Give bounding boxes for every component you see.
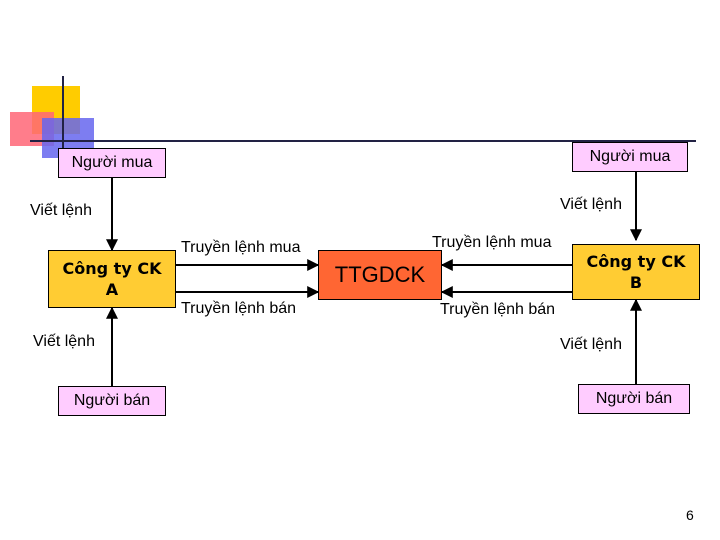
send-sell-label-right: Truyền lệnh bán [440, 301, 556, 318]
order-label-top-right: Viết lệnh [560, 196, 622, 213]
seller-left-box: Người bán [58, 386, 166, 416]
order-label-bottom-right: Viết lệnh [560, 336, 622, 353]
buyer-right-box: Người mua [572, 142, 688, 172]
send-sell-label-left: Truyền lệnh bán [181, 300, 297, 317]
company-b-label: Công ty CK B [586, 252, 686, 292]
buyer-left-box: Người mua [58, 148, 166, 178]
company-a-box: Công ty CK A [48, 250, 176, 308]
order-label-top-left: Viết lệnh [30, 202, 92, 219]
horizontal-rule-decoration [30, 140, 696, 142]
send-buy-label-right: Truyền lệnh mua [432, 234, 552, 251]
page-number: 6 [686, 507, 694, 523]
company-b-box: Công ty CK B [572, 244, 700, 300]
company-a-label: Công ty CK A [62, 259, 162, 299]
seller-right-box: Người bán [578, 384, 690, 414]
send-buy-label-left: Truyền lệnh mua [181, 239, 301, 256]
vertical-rule-decoration [62, 76, 64, 160]
order-label-bottom-left: Viết lệnh [33, 333, 95, 350]
exchange-center-box: TTGDCK [318, 250, 442, 300]
